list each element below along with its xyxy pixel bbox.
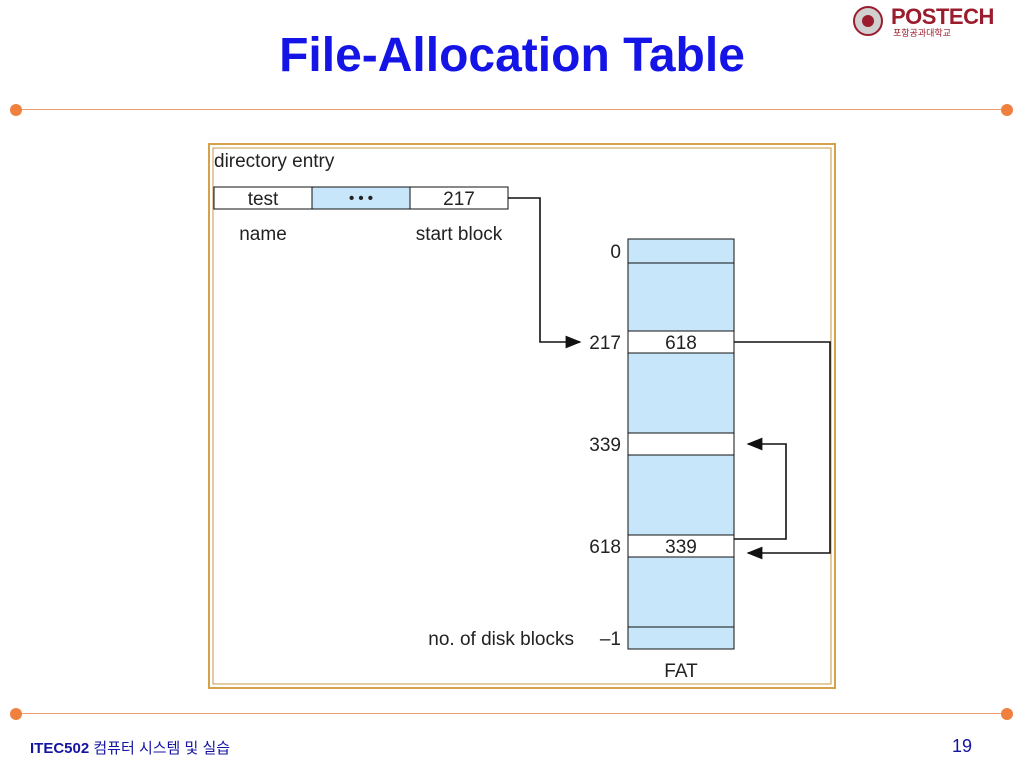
block-index-217: 217: [589, 333, 621, 354]
pointer-217-to-618-arrow: [734, 341, 831, 560]
entry-ellipsis: • • •: [349, 190, 373, 207]
bottom-divider-left-dot: [10, 708, 22, 720]
page-number: 19: [951, 736, 972, 756]
top-divider: [16, 109, 1008, 110]
start-block-caption: start block: [416, 224, 503, 245]
course-code: ITEC502: [30, 740, 90, 757]
fat-label: FAT: [664, 661, 698, 682]
fat-entry-339: [627, 432, 735, 456]
disk-blocks-label: no. of disk blocks: [428, 629, 574, 650]
logo-subtitle: 포항공과대학교: [893, 29, 951, 39]
fat-diagram: directory entry test • • • 217 name star…: [208, 143, 836, 689]
university-seal-icon: [853, 6, 883, 36]
pointer-618-to-339-arrow: [734, 437, 787, 540]
figure-frame-inner: [212, 147, 832, 685]
entry-start-value: 217: [443, 189, 475, 210]
course-title: 컴퓨터 시스템 및 실습: [93, 740, 231, 757]
top-divider-left-dot: [10, 104, 22, 116]
postech-logo: POSTECH 포항공과대학교: [853, 4, 994, 39]
last-block-index: –1: [600, 629, 621, 650]
block-index-0: 0: [610, 242, 621, 263]
bottom-divider-right-dot: [1001, 708, 1013, 720]
logo-name: POSTECH: [891, 4, 994, 29]
figure-frame-outer: [208, 143, 836, 689]
bottom-divider: [16, 713, 1008, 714]
fat-value-618: 339: [665, 537, 697, 558]
entry-name-value: test: [248, 189, 279, 210]
fat-entry-618: [627, 534, 735, 558]
directory-entry-label: directory entry: [214, 151, 335, 172]
footer-course: ITEC502 컴퓨터 시스템 및 실습: [30, 737, 230, 758]
top-divider-right-dot: [1001, 104, 1013, 116]
slide-title: File-Allocation Table: [279, 29, 745, 82]
name-caption: name: [239, 224, 287, 245]
block-index-339: 339: [589, 435, 621, 456]
block-index-618: 618: [589, 537, 621, 558]
start-block-pointer-arrow: [508, 197, 582, 349]
fat-value-217: 618: [665, 333, 697, 354]
